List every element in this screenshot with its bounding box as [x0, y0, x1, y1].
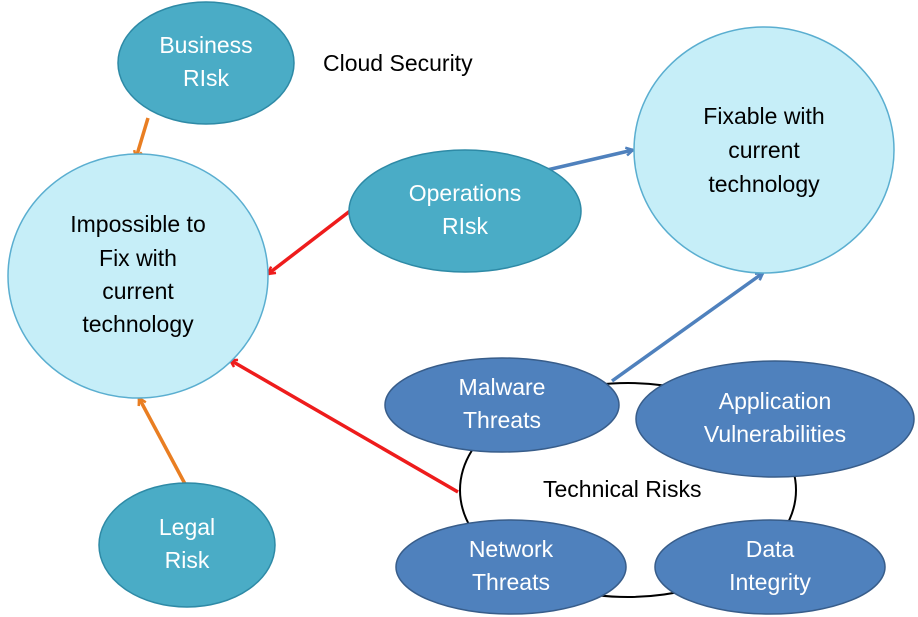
node-network-threats-shape: [395, 519, 627, 615]
node-impossible-to-fix-line-1: Impossible to: [70, 211, 206, 237]
node-malware-threats: Malware Threats: [384, 357, 620, 453]
arrow-technical-to-fixable: [610, 273, 763, 383]
node-business-risk-line-1: Business: [159, 32, 252, 58]
arrow-technical-to-impossible: [230, 358, 459, 494]
node-operations-risk-line-2: RIsk: [442, 213, 489, 239]
technical-risks-label: Technical Risks: [543, 476, 702, 502]
node-data-integrity-shape: [654, 519, 886, 615]
node-application-vulnerabilities: Application Vulnerabilities: [635, 360, 915, 478]
node-fixable-line-2: current: [728, 137, 800, 163]
node-fixable-line-3: technology: [708, 171, 820, 197]
node-application-vulnerabilities-shape: [635, 360, 915, 478]
node-impossible-to-fix-line-2: Fix with: [99, 245, 177, 271]
node-business-risk-shape: [117, 1, 295, 125]
node-operations-risk-shape: [348, 149, 582, 273]
node-application-vulnerabilities-line-2: Vulnerabilities: [704, 421, 846, 447]
node-application-vulnerabilities-line-1: Application: [719, 388, 832, 414]
node-fixable-line-1: Fixable with: [703, 103, 824, 129]
node-network-threats-line-1: Network: [469, 536, 554, 562]
technical-risks-ring: [459, 382, 797, 598]
node-operations-risk: Operations RIsk: [348, 149, 582, 273]
node-legal-risk-shape: [98, 482, 276, 608]
diagram-title: Cloud Security: [323, 50, 473, 76]
node-legal-risk-line-2: Risk: [165, 547, 210, 573]
node-legal-risk: Legal Risk: [98, 482, 276, 608]
node-data-integrity-line-2: Integrity: [729, 569, 811, 595]
node-operations-risk-line-1: Operations: [409, 180, 522, 206]
node-business-risk: Business RIsk: [117, 1, 295, 125]
node-network-threats-line-2: Threats: [472, 569, 550, 595]
node-data-integrity: Data Integrity: [654, 519, 886, 615]
arrow-operations-to-impossible: [268, 209, 352, 274]
node-business-risk-line-2: RIsk: [183, 65, 230, 91]
node-malware-threats-shape: [384, 357, 620, 453]
node-fixable: Fixable with current technology: [633, 26, 895, 274]
arrow-operations-to-fixable: [546, 150, 633, 172]
node-impossible-to-fix-line-3: current: [102, 278, 174, 304]
node-network-threats: Network Threats: [395, 519, 627, 615]
node-malware-threats-line-1: Malware: [459, 374, 546, 400]
node-impossible-to-fix-line-4: technology: [82, 311, 194, 337]
node-impossible-to-fix: Impossible to Fix with current technolog…: [7, 153, 269, 399]
node-fixable-shape: [633, 26, 895, 274]
node-malware-threats-line-2: Threats: [463, 407, 541, 433]
arrow-business-to-impossible: [136, 117, 150, 158]
arrow-legal-to-impossible: [137, 398, 194, 498]
node-impossible-to-fix-shape: [7, 153, 269, 399]
node-data-integrity-line-1: Data: [746, 536, 795, 562]
node-legal-risk-line-1: Legal: [159, 514, 215, 540]
